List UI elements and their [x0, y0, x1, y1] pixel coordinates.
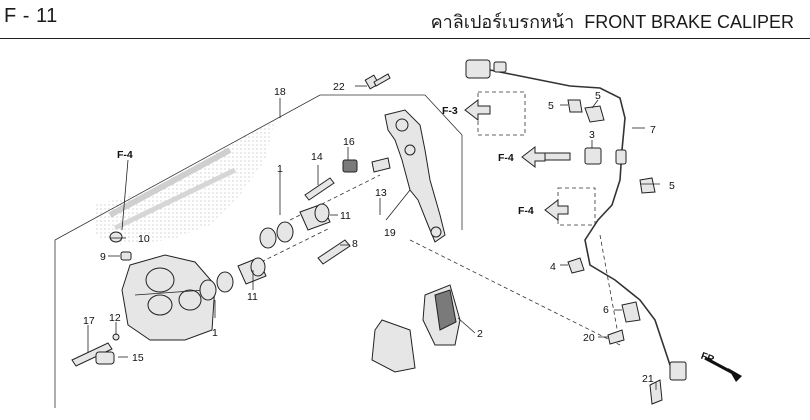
callout-22: 22 [333, 81, 345, 93]
callout-3: 3 [589, 129, 595, 141]
bleeder-cap-10 [109, 231, 123, 243]
speed-sensor-cable [465, 59, 687, 381]
clamp-5-upper [567, 99, 583, 113]
bolt-21 [649, 379, 663, 405]
piston-seal-upper [259, 203, 331, 249]
stay-3 [544, 147, 602, 165]
section-code: F - 11 [4, 5, 58, 27]
page-title-thai: คาลิเปอร์เบรกหน้า [430, 12, 575, 32]
ref-label-f4-bracket: F-4 [518, 205, 534, 217]
callout-14: 14 [311, 151, 323, 163]
f4-bracket-ref-arrow [544, 187, 596, 226]
callout-6: 6 [603, 304, 609, 316]
callout-21: 21 [642, 373, 654, 385]
bolt-22 [364, 73, 391, 90]
callout-1-upper: 1 [277, 163, 283, 175]
piston-seal-lower [199, 257, 267, 301]
clamp-5-right [639, 177, 656, 194]
callout-1-lower: 1 [212, 327, 218, 339]
bolt-20 [607, 329, 625, 345]
f4-hose-ref-arrow [521, 145, 546, 169]
clamp-4 [567, 257, 585, 274]
callout-9: 9 [100, 251, 106, 263]
callout-5-mid: 5 [595, 90, 601, 102]
callout-15: 15 [132, 352, 144, 364]
direction-label: FR. [699, 351, 718, 367]
callout-11-lower: 11 [247, 291, 258, 303]
callout-5-upper: 5 [548, 100, 554, 112]
leader-lines [87, 85, 660, 390]
callout-18: 18 [274, 86, 286, 98]
pad-spring-8 [317, 239, 351, 265]
cap-16 [342, 159, 358, 173]
background-wing-watermark [95, 120, 275, 245]
callout-5-right: 5 [669, 180, 675, 192]
pin-14 [304, 177, 335, 201]
caliper-assembly-frame [54, 94, 463, 408]
callout-19: 19 [384, 227, 396, 239]
plug-15 [95, 351, 115, 365]
header-divider [0, 38, 810, 39]
bleeder-valve-9 [120, 251, 132, 261]
front-direction-arrow: FR. [699, 351, 742, 382]
ref-label-f4-hose: F-4 [498, 152, 514, 164]
callout-11-upper: 11 [340, 210, 351, 222]
callout-8: 8 [352, 238, 358, 250]
caliper-body [121, 254, 216, 341]
callout-17: 17 [83, 315, 95, 327]
callout-12: 12 [109, 312, 121, 324]
callout-10: 10 [138, 233, 150, 245]
callout-4: 4 [550, 261, 556, 273]
brake-pads [371, 284, 461, 373]
ref-label-f3: F-3 [442, 105, 458, 117]
page-title-english: FRONT BRAKE CALIPER [584, 12, 794, 32]
clamp-5-mid [584, 105, 605, 123]
callout-7: 7 [650, 124, 656, 136]
caliper-bracket [384, 109, 446, 243]
callout-2: 2 [477, 328, 483, 340]
f3-ref-arrow [464, 91, 526, 136]
callout-20: 20 [583, 332, 595, 344]
clip-13 [371, 157, 391, 173]
ref-label-f4-caliper: F-4 [117, 149, 133, 161]
clamp-6 [621, 301, 641, 323]
page-title: คาลิเปอร์เบรกหน้า FRONT BRAKE CALIPER [431, 7, 794, 36]
callout-13: 13 [375, 187, 387, 199]
pin-bolt-17 [71, 342, 113, 367]
callout-16: 16 [343, 136, 355, 148]
